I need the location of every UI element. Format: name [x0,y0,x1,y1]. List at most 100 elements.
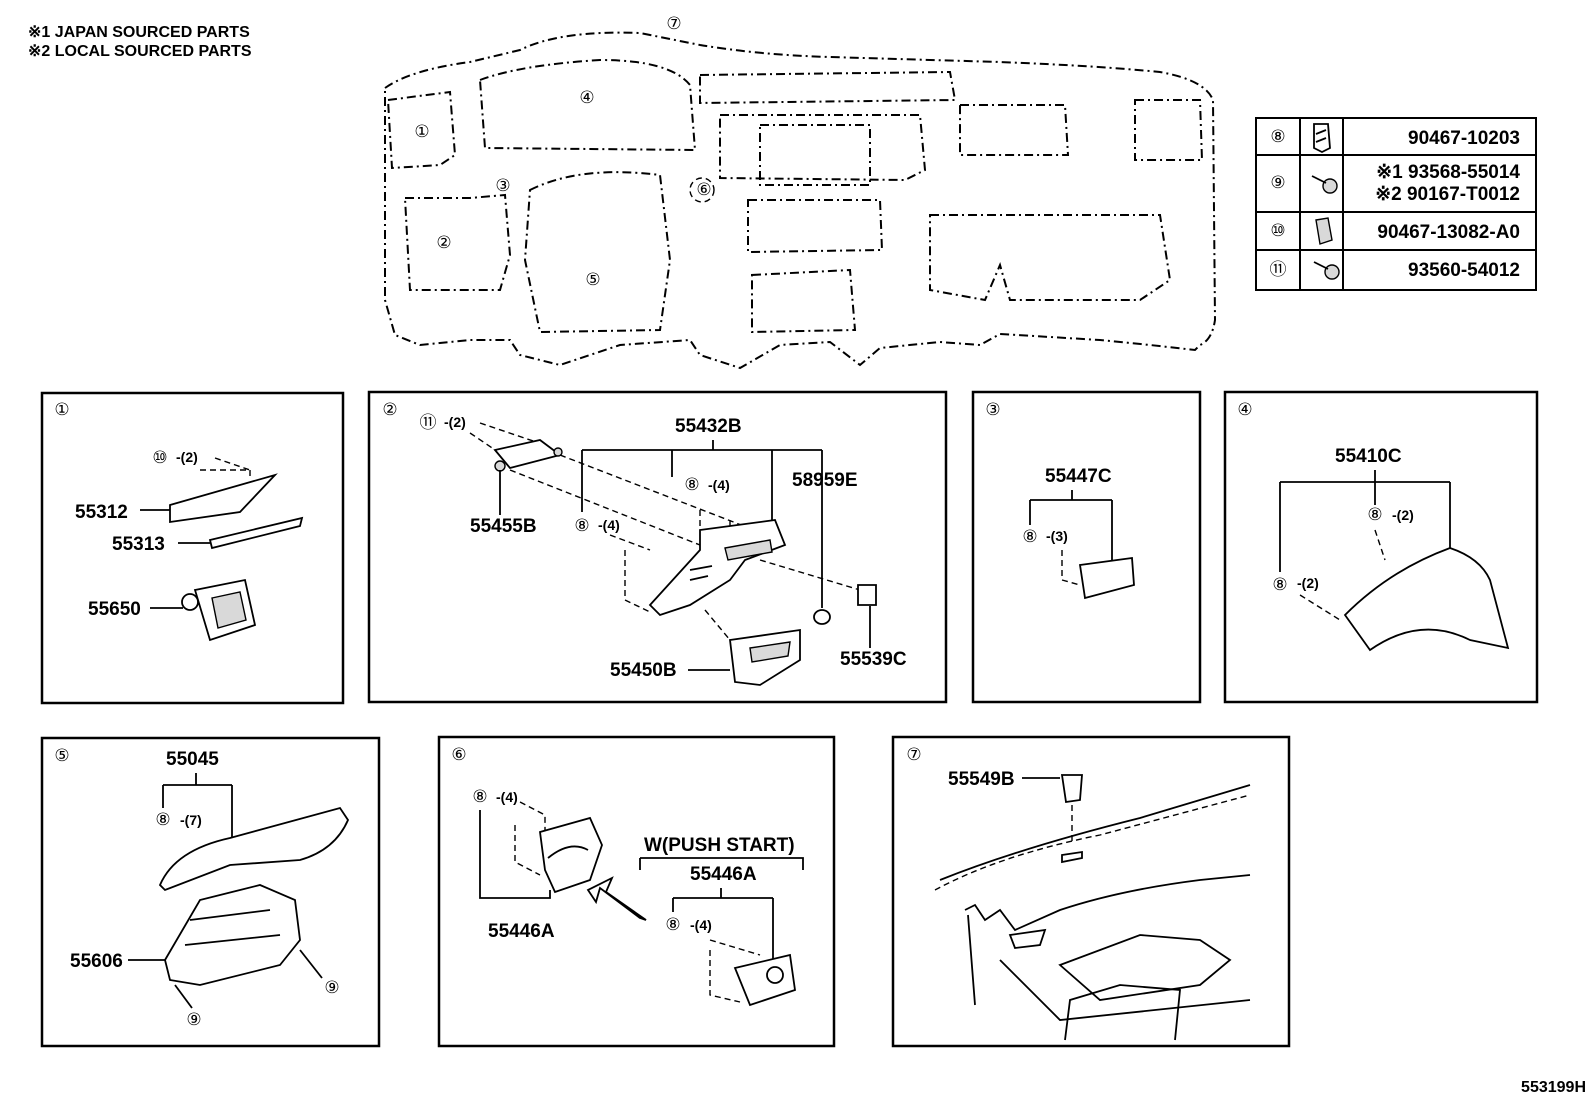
part-label-58959E: 58959E [792,470,858,491]
overview-callout-2: ② [436,233,451,253]
part-label-55450B: 55450B [610,660,677,681]
callout-11: ⑪ [420,413,437,433]
screw-icon [1311,175,1338,194]
part-label-55432B: 55432B [675,416,742,437]
panel-5: ⑤ 55045 ⑧ -(7) 55606 ⑨ ⑨ [40,736,381,1048]
part-55410C-shape [1343,547,1510,652]
part-label-55650: 55650 [88,599,141,620]
part-55447C-shape [1078,556,1135,600]
dashboard-outline [384,31,1217,370]
lower-panel-outline [751,268,857,334]
note-local-sourced: ※2 LOCAL SOURCED PARTS [28,43,252,60]
panel-4-num: ④ [1237,400,1252,420]
panel-5-num: ⑤ [54,746,69,766]
callout-10: ⑩ [152,448,167,468]
part-label-55539C: 55539C [840,649,907,670]
far-right-vent-outline [1134,99,1204,161]
part-55312-shape [169,473,278,524]
part-label-55455B: 55455B [470,516,537,537]
diagram-code: 553199H [1521,1079,1586,1096]
panel-2: ② ⑪ -(2) 55455B 55432B 58959E ⑧ -(4) ⑧ -… [367,390,948,704]
callout-9a: ⑨ [324,978,339,998]
dashboard-overview: ① ② ③ ④ ⑤ ⑥ ⑦ [384,14,1217,370]
part-label-55549B: 55549B [948,769,1015,790]
part-label-55446A-lower: 55446A [690,864,757,885]
table-row-8-part: 90467-10203 [1408,128,1520,149]
condition-label: W(PUSH START) [644,835,795,856]
part-55446A-lower-shape [733,953,796,1007]
glovebox-outline [929,214,1172,302]
panel-7: ⑦ 55549B [891,735,1291,1048]
region-4-outline [478,58,697,152]
table-row-10-part: 90467-13082-A0 [1377,222,1520,243]
part-label-55447C: 55447C [1045,466,1112,487]
callout-8: ⑧ [155,810,170,830]
part-label-55313: 55313 [112,534,165,555]
table-row-9-num: ⑨ [1270,173,1285,193]
part-label-55312: 55312 [75,502,128,523]
part-55539C-shape [857,584,877,606]
upper-vent-outline [699,70,957,105]
table-row-11-num: ⑪ [1270,260,1287,280]
callout-8b: ⑧ [665,915,680,935]
callout-10-qty: -(2) [176,449,198,465]
callout-11-qty: -(2) [444,414,466,430]
panel-1-num: ① [54,400,69,420]
overview-callout-1: ① [414,122,429,142]
callout-8b-qty: -(2) [1297,575,1319,591]
part-55313-shape [208,516,304,550]
callout-8a: ⑧ [684,475,699,495]
dash-line [934,794,1251,891]
panel-4: ④ 55410C ⑧ -(2) ⑧ -(2) [1223,390,1539,704]
part-label-55446A-upper: 55446A [488,921,555,942]
mid-panel-outline [747,199,884,254]
callout-8b-qty: -(4) [690,917,712,933]
right-vent-outline [959,104,1070,156]
panel-6-num: ⑥ [451,745,466,765]
part-58959E-shape [813,609,831,625]
panel-2-num: ② [382,400,397,420]
panel-7-num: ⑦ [906,745,921,765]
table-row-9-part-local: ※2 90167-T0012 [1375,184,1520,205]
panel-3-num: ③ [985,400,1000,420]
panel-3: ③ 55447C ⑧ -(3) [971,390,1202,704]
overview-callout-5: ⑤ [585,270,600,290]
table-row-11-part: 93560-54012 [1408,260,1520,281]
table-row-9-part-japan: ※1 93568-55014 [1376,162,1520,183]
region-1-outline [386,90,457,170]
region-2-outline [403,193,512,291]
clip-icon [1313,123,1331,154]
callout-9b: ⑨ [186,1010,201,1030]
overview-callout-6: ⑥ [696,180,711,200]
screw-icon [1313,261,1340,280]
region-6-outline [689,177,715,203]
callout-8: ⑧ [1022,527,1037,547]
region-5-outline [523,171,672,334]
callout-8b: ⑧ [574,516,589,536]
callout-8a-qty: -(4) [708,477,730,493]
callout-8a-qty: -(2) [1392,507,1414,523]
table-row-8-num: ⑧ [1270,127,1285,147]
part-label-55410C: 55410C [1335,446,1402,467]
callout-8a: ⑧ [1367,505,1382,525]
callout-8b: ⑧ [1272,575,1287,595]
part-55432B-shape [648,519,787,617]
part-label-55606: 55606 [70,951,123,972]
overview-callout-4: ④ [579,88,594,108]
part-55446A-upper-shape [539,816,603,894]
callout-8a-qty: -(4) [496,789,518,805]
part-55549B-shape [1060,774,1083,804]
nut-clip-icon [1315,217,1333,245]
callout-8b-qty: -(4) [598,517,620,533]
callout-8-qty: -(7) [180,812,202,828]
part-55045-shape [158,806,350,892]
note-japan-sourced: ※1 JAPAN SOURCED PARTS [28,24,250,41]
callout-8a: ⑧ [472,787,487,807]
callout-8-qty: -(3) [1046,528,1068,544]
display-outline [759,124,871,186]
table-row-10-num: ⑩ [1270,221,1285,241]
panel-1: ① ⑩ -(2) 55312 55313 55650 [40,391,345,705]
part-label-55045: 55045 [166,749,219,770]
overview-callout-7: ⑦ [666,14,681,34]
